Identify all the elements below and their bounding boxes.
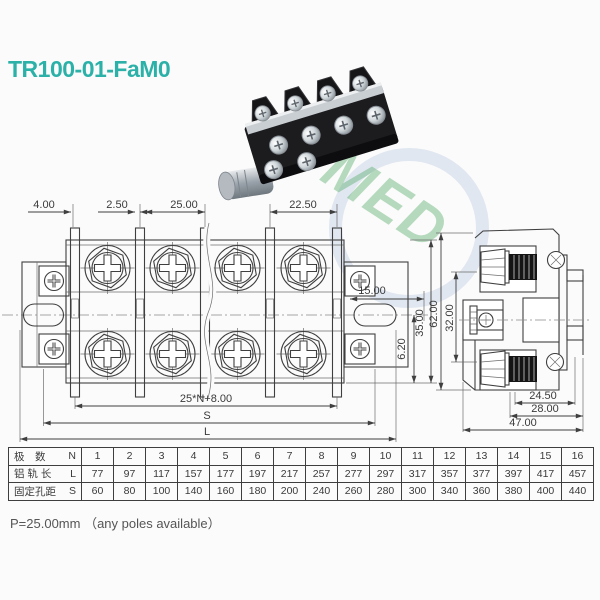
cell: 3 [145, 447, 178, 466]
cell: 4 [177, 447, 210, 466]
cell: 117 [145, 464, 178, 483]
cell: 257 [305, 464, 338, 483]
dim-32mm-label: 32.00 [444, 304, 456, 332]
cell: 217 [273, 464, 306, 483]
part-number-title: TR100-01-FaM0 [8, 56, 171, 82]
cell: 8 [305, 447, 338, 466]
dim-62mm-label: 62.00 [428, 300, 440, 328]
cell: 357 [433, 464, 466, 483]
cell: 16 [561, 447, 594, 466]
row-label-key: L [70, 467, 76, 480]
cell: 277 [337, 464, 370, 483]
cell: 377 [465, 464, 498, 483]
front-view-drawing: 4.00 2.50 25.00 22.50 15.00 6.20 35.00 2… [2, 199, 437, 442]
row-label-cn: 铝 轨 长 [14, 468, 52, 481]
cell: 80 [113, 482, 146, 501]
cell: 417 [529, 464, 562, 483]
table-row: 极 数 N 1 2 3 4 5 6 7 8 9 10 11 12 13 14 15… [8, 447, 594, 466]
cell: 100 [145, 482, 178, 501]
row-label-key: S [68, 485, 76, 498]
product-photo [218, 66, 399, 201]
cell: 7 [273, 447, 306, 466]
dim-28mm-label: 28.00 [531, 403, 559, 415]
dim-s-label: S [203, 410, 210, 422]
table-row: 铝 轨 长 L 77 97 117 157 177 197 217 257 277… [8, 464, 594, 483]
dim-4mm-label: 4.00 [33, 199, 54, 211]
cell: 240 [305, 482, 338, 501]
cell: 260 [337, 482, 370, 501]
cell: 97 [113, 464, 146, 483]
cell: 200 [273, 482, 306, 501]
dim-24-5mm-label: 24.50 [529, 390, 557, 402]
cell: 300 [401, 482, 434, 501]
terminal-block-body [218, 66, 399, 201]
dim-47mm-label: 47.00 [509, 417, 537, 429]
cell: 13 [465, 447, 498, 466]
cell: 6 [241, 447, 274, 466]
dim-6-2mm-label: 6.20 [396, 338, 408, 359]
cell: 317 [401, 464, 434, 483]
cell: 140 [177, 482, 210, 501]
cell: 197 [241, 464, 274, 483]
cell: 10 [369, 447, 402, 466]
cell: 160 [209, 482, 242, 501]
dim-25mm-label: 25.00 [170, 199, 198, 211]
cell: 9 [337, 447, 370, 466]
cell: 397 [497, 464, 530, 483]
cell: 380 [497, 482, 530, 501]
row-label-key: N [68, 450, 76, 463]
pitch-note: P=25.00mm （any poles available） [10, 516, 221, 531]
cell: 340 [433, 482, 466, 501]
pole-dimension-table: 极 数 N 1 2 3 4 5 6 7 8 9 10 11 12 13 14 15… [8, 447, 594, 501]
cell: 1 [81, 447, 114, 466]
cell: 157 [177, 464, 210, 483]
cell: 360 [465, 482, 498, 501]
dim-35mm-label: 35.00 [414, 309, 426, 337]
dim-15mm-label: 15.00 [358, 285, 386, 297]
cell: 457 [561, 464, 594, 483]
cell: 11 [401, 447, 434, 466]
row-label-cn: 极 数 [14, 450, 46, 463]
cell: 5 [209, 447, 242, 466]
dim-formula-label: 25*N+8.00 [180, 393, 232, 405]
dim-l-label: L [204, 426, 210, 438]
cell: 15 [529, 447, 562, 466]
row-label-cn: 固定孔距 [14, 485, 56, 498]
side-view-drawing: 62.00 32.00 24.50 28.00 47.00 [428, 228, 591, 433]
cell: 12 [433, 447, 466, 466]
cell: 60 [81, 482, 114, 501]
cell: 180 [241, 482, 274, 501]
dim-22-5mm-label: 22.50 [289, 199, 317, 211]
cell: 297 [369, 464, 402, 483]
cell: 2 [113, 447, 146, 466]
dim-2-5mm-label: 2.50 [106, 199, 127, 211]
cell: 400 [529, 482, 562, 501]
cell: 77 [81, 464, 114, 483]
cell: 440 [561, 482, 594, 501]
cell: 14 [497, 447, 530, 466]
cell: 280 [369, 482, 402, 501]
cell: 177 [209, 464, 242, 483]
